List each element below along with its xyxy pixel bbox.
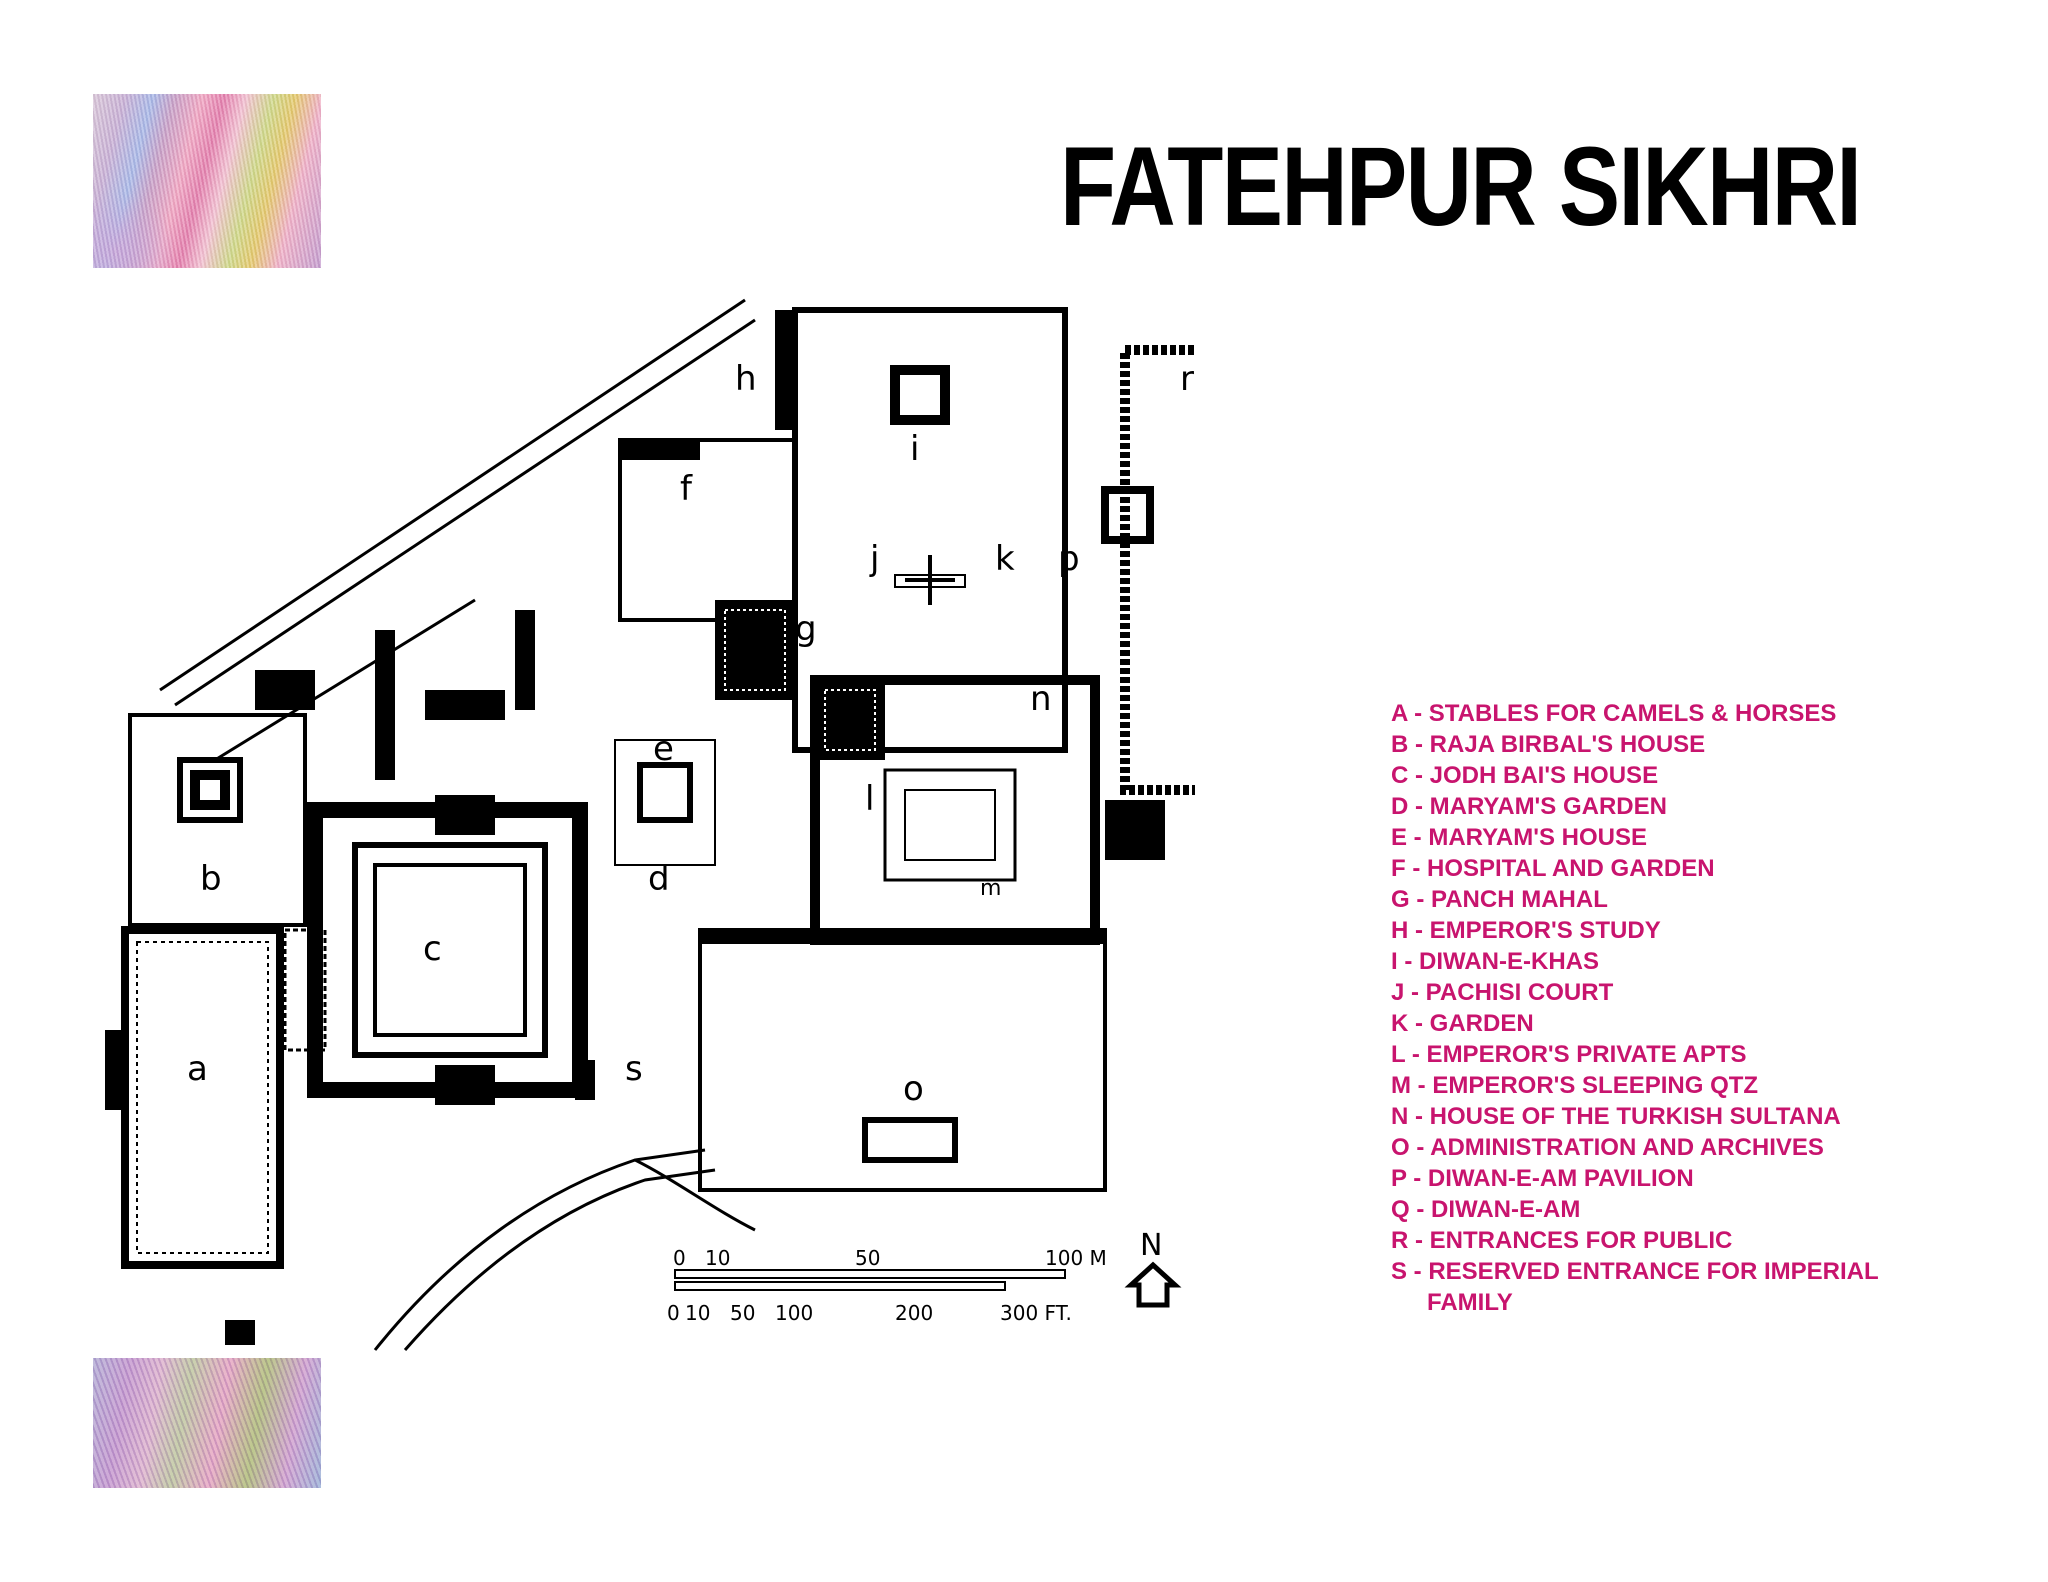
legend-item: C - JODH BAI'S HOUSE xyxy=(1391,762,1659,789)
legend-item: J - PACHISI COURT xyxy=(1391,979,1614,1006)
scale-m-50: 50 xyxy=(855,1246,880,1270)
legend-item: P - DIWAN-E-AM PAVILION xyxy=(1391,1165,1694,1192)
plan-label-c: c xyxy=(423,929,442,969)
scale-m-10: 10 xyxy=(705,1246,730,1270)
plan-label-j: j xyxy=(869,539,879,579)
plan-label-a: a xyxy=(187,1049,208,1089)
road-line xyxy=(214,598,476,762)
scale-ft-10: 10 xyxy=(685,1301,710,1325)
legend-item-continuation: FAMILY xyxy=(1427,1289,1513,1316)
road-line xyxy=(634,1158,756,1232)
scale-ft-100: 100 xyxy=(775,1301,813,1325)
plan-label-n: n xyxy=(1030,679,1052,719)
scale-m-100: 100 M xyxy=(1045,1246,1107,1270)
scale-ft-200: 200 xyxy=(895,1301,933,1325)
plan-label-b: b xyxy=(200,859,222,899)
plan-label-k: k xyxy=(995,539,1015,579)
plan-label-f: f xyxy=(680,469,693,509)
building-maryam-house xyxy=(614,739,716,866)
road-line xyxy=(159,298,746,692)
decorative-gradient-top xyxy=(93,94,321,268)
legend-item: G - PANCH MAHAL xyxy=(1391,886,1608,913)
north-arrow-icon xyxy=(1124,1261,1182,1308)
plan-label-l: l xyxy=(865,779,874,819)
building-hospital xyxy=(618,438,797,700)
legend-item: Q - DIWAN-E-AM xyxy=(1391,1196,1581,1223)
plan-label-r-top: r xyxy=(1180,359,1194,399)
scale-ft-50: 50 xyxy=(730,1301,755,1325)
plan-label-s: s xyxy=(625,1049,643,1089)
plan-label-e: e xyxy=(653,729,674,769)
legend-item: E - MARYAM'S HOUSE xyxy=(1391,824,1647,851)
legend-item: K - GARDEN xyxy=(1391,1010,1534,1037)
plan-label-p: p xyxy=(1058,539,1080,579)
scale-bar: 0 10 50 100 M 0 10 50 100 200 300 FT. xyxy=(667,1246,1107,1325)
legend-item: I - DIWAN-E-KHAS xyxy=(1391,948,1599,975)
legend-item: A - STABLES FOR CAMELS & HORSES xyxy=(1391,700,1837,727)
legend-item: L - EMPEROR'S PRIVATE APTS xyxy=(1391,1041,1747,1068)
legend-item: H - EMPEROR'S STUDY xyxy=(1391,917,1661,944)
legend-item: O - ADMINISTRATION AND ARCHIVES xyxy=(1391,1134,1824,1161)
legend-item: B - RAJA BIRBAL'S HOUSE xyxy=(1391,731,1706,758)
plan-label-i: i xyxy=(910,429,919,469)
plan-label-g: g xyxy=(795,609,817,649)
legend-item: N - HOUSE OF THE TURKISH SULTANA xyxy=(1391,1103,1841,1130)
decorative-gradient-bottom xyxy=(93,1358,321,1488)
building-administration xyxy=(698,928,1107,1192)
site-plan: a b c d e f g h i j k l m n o p q r r s … xyxy=(105,298,1195,1351)
building-private-apts xyxy=(810,675,1100,945)
legend-item: M - EMPEROR'S SLEEPING QTZ xyxy=(1391,1072,1759,1099)
road-line xyxy=(403,1168,716,1351)
plan-label-h: h xyxy=(735,359,757,399)
scale-ft-0: 0 xyxy=(667,1301,680,1325)
misc-structures xyxy=(225,310,795,1345)
north-label: N xyxy=(1140,1228,1162,1263)
building-jodh-bai-house xyxy=(283,795,588,1105)
building-diwan-e-am xyxy=(1101,345,1195,860)
building-birbal-house xyxy=(128,713,307,927)
scale-ft-300: 300 FT. xyxy=(1000,1301,1072,1325)
plan-label-m: m xyxy=(980,876,1001,901)
plan-label-o: o xyxy=(903,1069,924,1109)
legend-item: R - ENTRANCES FOR PUBLIC xyxy=(1391,1227,1733,1254)
road-line xyxy=(174,318,756,707)
legend-item: D - MARYAM'S GARDEN xyxy=(1391,793,1667,820)
legend-item: F - HOSPITAL AND GARDEN xyxy=(1391,855,1715,882)
north-arrow: N xyxy=(1124,1228,1182,1308)
scale-m-0: 0 xyxy=(673,1246,686,1270)
building-central-complex xyxy=(792,307,1068,753)
plan-label-d: d xyxy=(648,859,670,899)
legend: A - STABLES FOR CAMELS & HORSES B - RAJA… xyxy=(1391,698,1951,1318)
page-title: FATEHPUR SIKHRI xyxy=(1060,124,1862,249)
road-line xyxy=(373,1148,706,1351)
building-stables xyxy=(105,926,284,1269)
legend-item: S - RESERVED ENTRANCE FOR IMPERIAL xyxy=(1391,1258,1879,1285)
